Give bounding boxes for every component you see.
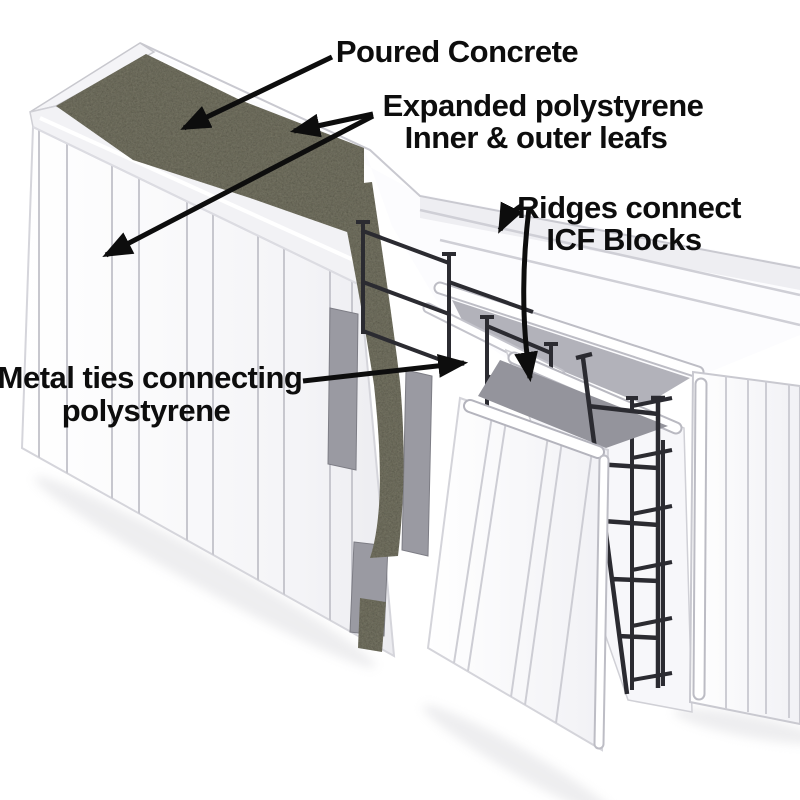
arrow-polystyrene-inner — [289, 111, 374, 138]
icf-block-front-panel — [426, 396, 610, 752]
arrow-poured-concrete — [180, 54, 334, 131]
concrete-fragment — [358, 598, 386, 652]
label-metal-ties-line1: Metal ties connecting — [0, 360, 302, 395]
label-expanded-polystyrene-line2: Inner & outer leafs — [405, 120, 668, 155]
label-expanded-polystyrene-line1: Expanded polystyrene — [383, 88, 704, 123]
web-channel — [401, 369, 433, 557]
metal-tie-ladder-right — [626, 396, 673, 690]
outer-leaf-wall — [20, 42, 396, 658]
arrow-ridges-near — [497, 201, 523, 234]
label-poured-concrete: Poured Concrete — [336, 34, 579, 69]
inner-leaf-ridge-lines — [419, 208, 800, 327]
right-panel-grooves — [725, 376, 790, 718]
ground-shadows — [34, 476, 800, 800]
leader-arrows — [102, 54, 538, 384]
outer-leaf-bevel-highlight — [39, 116, 359, 264]
web-channel — [327, 307, 359, 471]
front-panel-grooves — [453, 415, 593, 724]
metal-tie-ladder — [356, 220, 534, 366]
arrow-metal-ties — [302, 353, 469, 384]
right-panel — [688, 370, 800, 726]
tie-web-channels — [327, 307, 433, 637]
label-ridges-line1: Ridges connect — [517, 190, 741, 225]
concrete-top-band — [56, 54, 364, 238]
label-ridges-line2: ICF Blocks — [546, 222, 701, 257]
poured-concrete-core — [56, 54, 404, 652]
arrow-polystyrene-outer — [102, 113, 375, 258]
concrete-cascade — [338, 182, 404, 558]
arrow-ridges-block — [514, 207, 538, 383]
labels: Poured Concrete Expanded polystyrene Inn… — [0, 34, 742, 428]
inner-leaf-shadow — [452, 300, 690, 405]
label-metal-ties-line2: polystyrene — [62, 393, 231, 428]
